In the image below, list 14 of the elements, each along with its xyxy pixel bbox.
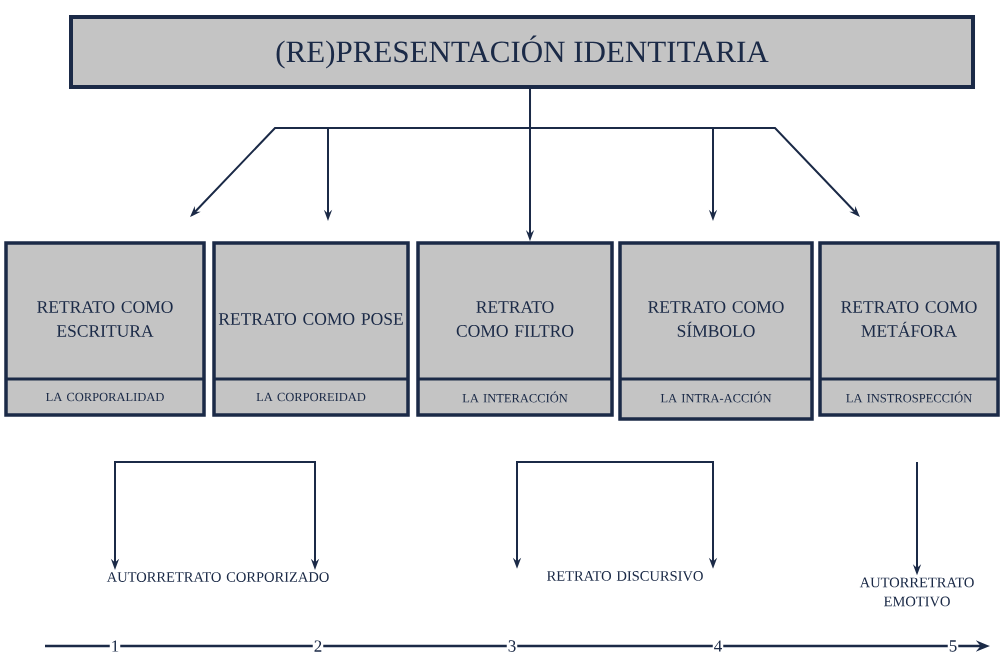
axis-number: 3 xyxy=(506,639,518,653)
portrait-box: RETRATO COMO ESCRITURA LA CORPORALIDAD xyxy=(4,241,206,417)
category-text: AUTORRETRATO EMOTIVO xyxy=(859,577,974,607)
portrait-box: RETRATO COMO METÁFORA LA INSTROSPECCIÓN xyxy=(818,241,1000,417)
portrait-box: RETRATO COMO SÍMBOLO LA INTRA-ACCIÓN xyxy=(618,241,814,421)
axis-number: 4 xyxy=(712,639,724,653)
axis-number: 2 xyxy=(312,639,324,653)
title-box: (RE)PRESENTACIÓN IDENTITARIA xyxy=(69,15,975,89)
category-text: AUTORRETRATO CORPORIZADO xyxy=(106,572,329,582)
axis-number: 5 xyxy=(947,639,959,653)
portrait-box: RETRATO COMO POSE LA CORPOREIDAD xyxy=(212,241,410,417)
category-text: RETRATO DISCURSIVO xyxy=(547,571,703,581)
portrait-box: RETRATO COMO FILTRO LA INTERACCIÓN xyxy=(416,241,614,417)
axis-number: 1 xyxy=(109,639,121,653)
